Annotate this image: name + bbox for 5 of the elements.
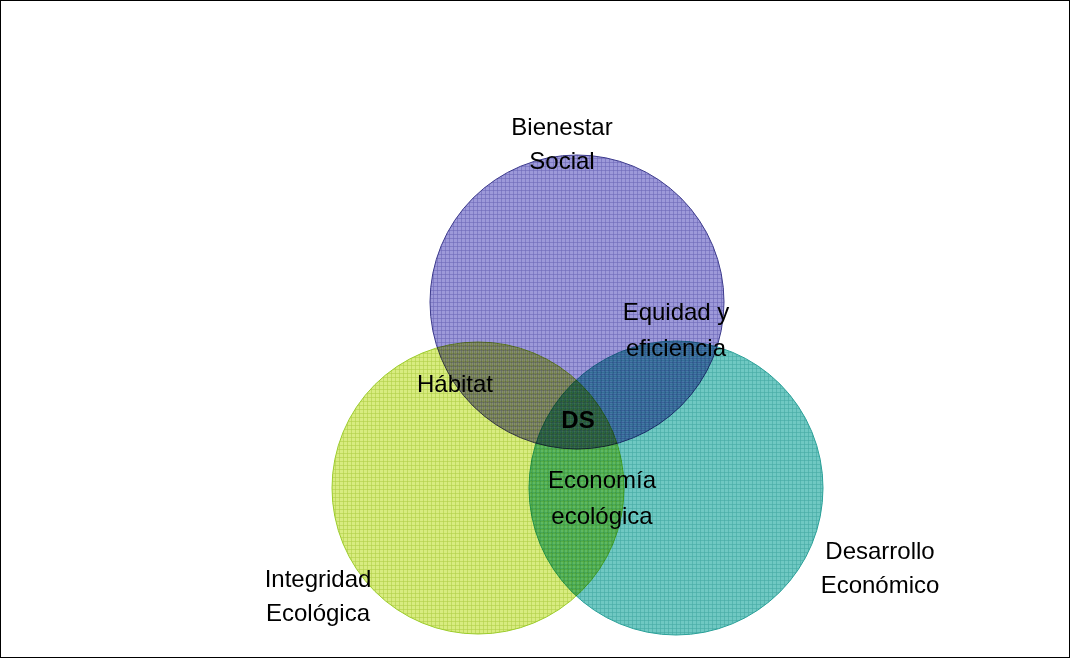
circle-label: Desarrollo Económico: [819, 536, 941, 600]
overlap-label: Economía ecológica: [546, 465, 658, 531]
overlap-label: Hábitat: [415, 369, 494, 399]
overlap-label: DS: [560, 405, 596, 435]
circle-label: Bienestar Social: [510, 112, 614, 176]
